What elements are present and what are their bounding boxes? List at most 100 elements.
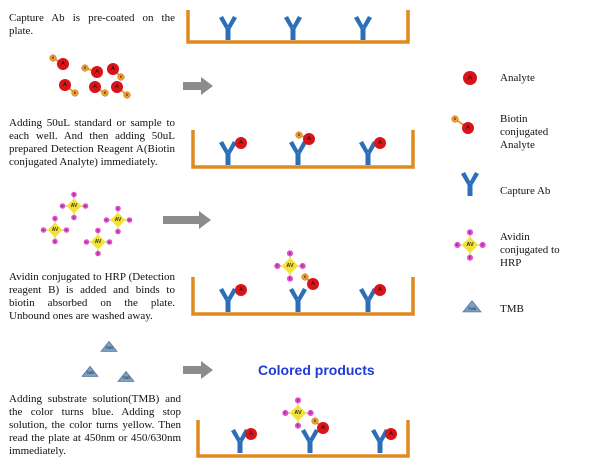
hrp-dot <box>40 227 47 233</box>
analyte-circle <box>89 81 101 93</box>
hrp-dot <box>52 215 58 222</box>
antibody-stem <box>467 184 473 196</box>
analyte-glyph: A <box>249 431 253 437</box>
biotin-dot <box>81 64 89 72</box>
analyte-circle <box>107 63 119 75</box>
analyte-glyph: A <box>93 84 97 90</box>
biotin-dot <box>451 115 459 123</box>
analyte-glyph: A <box>321 425 325 431</box>
hrp-glyph: E <box>97 229 99 233</box>
antibody-stem <box>225 153 231 165</box>
hrp-dot <box>71 214 77 221</box>
hrp-glyph: E <box>73 216 75 220</box>
plate-well-outline <box>191 130 415 169</box>
hrp-dot <box>294 397 302 404</box>
capture-antibody-icon <box>301 429 319 453</box>
analyte-glyph: A <box>239 287 243 293</box>
analyte-bound-icon: A <box>374 284 386 296</box>
analyte-circle <box>374 137 386 149</box>
capture-antibody-icon <box>289 141 307 165</box>
analyte-bound-icon: A <box>235 137 247 149</box>
biotin-dot <box>301 273 309 281</box>
antibody-right-arm <box>362 16 372 29</box>
biotin-glyph: B <box>314 419 317 423</box>
avidin-glyph: AV <box>286 263 294 269</box>
antibody-right-arm <box>469 172 479 185</box>
tmb-triangle <box>100 340 118 352</box>
legend-biotin-analyte-icon: AB <box>451 115 474 134</box>
hrp-glyph: E <box>289 277 292 281</box>
hrp-dot <box>307 409 314 417</box>
plate-step4 <box>196 420 410 458</box>
tmb-triangle <box>117 370 135 382</box>
biotin-analyte-icon: AB <box>111 81 131 99</box>
hrp-dot <box>82 203 89 209</box>
arrow-shape <box>183 361 213 379</box>
antibody-stem <box>290 28 296 40</box>
analyte-glyph: A <box>115 84 119 90</box>
colored-products-label: Colored products <box>258 362 375 378</box>
capture-antibody-icon <box>219 141 237 165</box>
antibody-left-arm <box>284 16 294 29</box>
biotin-dot <box>49 54 57 62</box>
hrp-dot <box>71 191 77 198</box>
analyte-glyph: A <box>311 281 315 287</box>
hrp-dot <box>466 254 474 261</box>
analyte-glyph: A <box>466 125 470 131</box>
hrp-glyph: E <box>54 217 56 221</box>
antibody-left-arm <box>461 172 471 185</box>
antibody-stem <box>365 300 371 312</box>
hrp-glyph: E <box>85 240 87 244</box>
hrp-dot <box>299 262 306 270</box>
analyte-circle <box>374 284 386 296</box>
plate-well-outline <box>191 277 415 316</box>
hrp-glyph: E <box>73 193 75 197</box>
hrp-glyph: E <box>482 243 485 247</box>
antibody-left-arm <box>301 429 311 442</box>
hrp-dot <box>274 262 281 270</box>
hrp-glyph: E <box>105 218 107 222</box>
legend-capture-ab-icon <box>461 172 479 196</box>
hrp-glyph: E <box>289 251 292 255</box>
biotin-dot <box>123 91 131 99</box>
avidin-glyph: AV <box>115 217 122 223</box>
hrp-dot <box>95 227 101 234</box>
capture-antibody-icon <box>219 288 237 312</box>
tmb-triangle <box>462 300 482 313</box>
antibody-stem <box>365 153 371 165</box>
avidin-core <box>461 236 479 254</box>
step1-text: Capture Ab is pre-coated on the plate. <box>9 12 175 37</box>
hrp-dot <box>115 228 121 235</box>
avidin-core <box>47 222 63 238</box>
antibody-stem <box>307 441 313 453</box>
avidin-core <box>289 404 307 422</box>
biotin-dot <box>295 131 303 139</box>
legend-capture-ab-label: Capture Ab <box>500 185 551 197</box>
analyte-circle <box>303 133 315 145</box>
biotin-glyph: B <box>298 133 301 137</box>
legend-analyte-label: Analyte <box>500 72 535 84</box>
analyte-glyph: A <box>111 66 115 72</box>
hrp-glyph: E <box>117 207 119 211</box>
legend-tmb-icon: TMB <box>462 300 482 313</box>
arrow-step4-icon <box>183 361 213 379</box>
biotin-glyph: B <box>304 275 307 279</box>
arrow-step2-icon <box>183 77 213 95</box>
tmb-triangle <box>81 365 99 377</box>
arrow-step3-icon <box>163 211 211 229</box>
hrp-glyph: E <box>65 228 67 232</box>
legend-biotin-label: Biotin conjugated Analyte <box>500 113 549 151</box>
analyte-circle <box>111 81 123 93</box>
biotin-analyte-icon: AB <box>59 79 79 97</box>
hrp-glyph: E <box>108 240 110 244</box>
arrow-shape <box>183 77 213 95</box>
antibody-right-arm <box>227 288 237 301</box>
analyte-glyph: A <box>61 61 65 67</box>
avidin-glyph: AV <box>71 203 78 209</box>
biotin-analyte-icon: AB <box>49 54 69 70</box>
hrp-glyph: E <box>297 424 300 428</box>
antibody-right-arm <box>297 141 307 154</box>
analyte-glyph: A <box>307 136 311 142</box>
